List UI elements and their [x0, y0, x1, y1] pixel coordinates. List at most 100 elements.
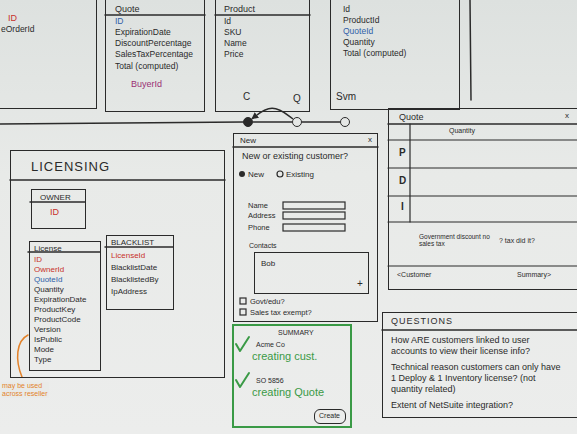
box-heading: ID	[8, 13, 17, 23]
box-text: SalesTaxPercentage	[115, 50, 193, 60]
input-field	[283, 212, 345, 219]
box-heading: OWNER	[40, 193, 71, 202]
entity-box: QuoteIDExpirationDateDiscountPercentageS…	[105, 0, 205, 112]
contacts-box: ContactsBob+	[254, 252, 369, 294]
box-text: <Customer	[397, 271, 431, 279]
box-text: Name	[224, 39, 247, 49]
box-text: x	[368, 135, 372, 144]
box-text: Address	[248, 212, 276, 221]
table-line	[409, 124, 410, 222]
button: Create	[314, 409, 346, 424]
checkbox	[240, 298, 246, 304]
box-text: Id	[224, 17, 231, 27]
box-heading: Id	[343, 5, 350, 15]
box-text: Sales tax exempt?	[250, 309, 312, 318]
table-line	[388, 195, 577, 196]
box-text: ID	[50, 207, 59, 217]
box-text: Price	[224, 50, 243, 60]
box-text: LicenseId	[111, 251, 145, 260]
box-text: Quantity	[34, 285, 64, 294]
box-text: Mode	[34, 345, 54, 354]
table-line	[388, 167, 577, 168]
box-text: SKU	[224, 28, 241, 38]
connectors	[252, 108, 340, 122]
leader-bracket	[18, 335, 28, 377]
box-text: How ARE customers linked to user account…	[391, 335, 567, 357]
box-text: Technical reason customers can only have…	[391, 362, 567, 395]
board-divider	[470, 0, 471, 100]
box-text: creating cust.	[252, 350, 317, 363]
footer-line	[388, 265, 577, 266]
box-text: ? tax did it?	[499, 237, 535, 245]
box-heading: Contacts	[249, 242, 277, 250]
licensing-region: LICENSING OWNER ID LicenseIDOwnerIdQuoteIdQ…	[10, 150, 225, 378]
entity-box: OWNER ID	[31, 189, 86, 229]
entity-box: LicenseIDOwnerIdQuoteIdQuantityExpiratio…	[29, 241, 101, 371]
flow-circle: Svm	[340, 117, 350, 127]
box-text: Name	[248, 202, 268, 211]
box-text: +	[357, 278, 363, 290]
window-title-line	[233, 146, 378, 148]
node-letter: C	[243, 91, 250, 103]
box-text: Quantity	[449, 127, 475, 135]
box-text: New	[248, 170, 264, 179]
box-text: D	[399, 175, 406, 187]
box-text: New or existing customer?	[242, 151, 348, 161]
questions-box: QUESTIONS How ARE customers linked to use…	[382, 312, 577, 418]
box-text: IsPublic	[34, 335, 62, 344]
box-text: IpAddress	[111, 287, 147, 296]
dialog-window: NewxNew or existing customer?NewExisting…	[233, 133, 378, 322]
table-header-line	[215, 14, 310, 16]
box-text: QuoteId	[343, 27, 373, 37]
input-field	[283, 202, 345, 209]
box-text: ExpirationDate	[34, 295, 86, 304]
box-text: Govt/edu?	[250, 298, 285, 307]
box-text: ProductCode	[34, 315, 81, 324]
box-text: Acme Co	[256, 341, 285, 349]
box-text: eOrderId	[1, 25, 35, 35]
radio-button	[277, 171, 283, 177]
box-text: P	[399, 147, 406, 159]
box-header-line	[382, 329, 577, 331]
window-title-line	[388, 123, 577, 125]
box-text: Version	[34, 325, 61, 334]
connector	[302, 121, 340, 123]
entity-box: ID eOrderId	[0, 0, 97, 109]
region-header-line	[10, 179, 225, 181]
box-heading: New	[240, 136, 256, 145]
radio-button-selected	[239, 171, 245, 177]
box-heading: Product	[224, 4, 255, 14]
summary-box: SUMMARYAcme Cocreating cust.SO 5856creat…	[232, 324, 352, 428]
flow-circle: Q	[292, 117, 302, 127]
table-header-line	[105, 14, 205, 16]
box-text: x	[565, 111, 569, 120]
box-text: ExpirationDate	[115, 28, 171, 38]
table-line	[388, 221, 577, 222]
box-text: BuyerId	[131, 79, 162, 89]
box-text: I	[401, 201, 404, 213]
box-text: OwnerId	[34, 265, 64, 274]
box-heading: QUESTIONS	[391, 316, 567, 327]
box-text: Extent of NetSuite integration?	[391, 400, 567, 411]
box-text: Government discount no sales tax	[419, 233, 491, 248]
box-text: ID	[115, 17, 124, 27]
box-heading: Quote	[399, 112, 424, 122]
box-text: Existing	[286, 170, 314, 179]
entity-box: BLACKLISTLicenseIdBlacklistDateBlacklist…	[106, 235, 174, 310]
box-heading: License	[34, 244, 62, 253]
box-text: ProductKey	[34, 305, 75, 314]
box-text: SO 5856	[256, 377, 284, 385]
box-text: QuoteId	[34, 275, 62, 284]
flow-dot: C	[243, 117, 253, 127]
box-text: Summary>	[517, 271, 551, 279]
box-text: Phone	[248, 224, 270, 233]
check-mark	[236, 337, 249, 351]
box-heading: Create	[319, 412, 340, 420]
box-text: Quantity	[343, 38, 375, 48]
box-heading: Quote	[115, 4, 140, 14]
box-heading: LICENSING	[31, 160, 110, 175]
node-letter: Q	[293, 93, 301, 105]
box-text: BlacklistDate	[111, 263, 157, 272]
quote-panel: Quote xQuantityP D I Government discount no …	[388, 108, 577, 290]
